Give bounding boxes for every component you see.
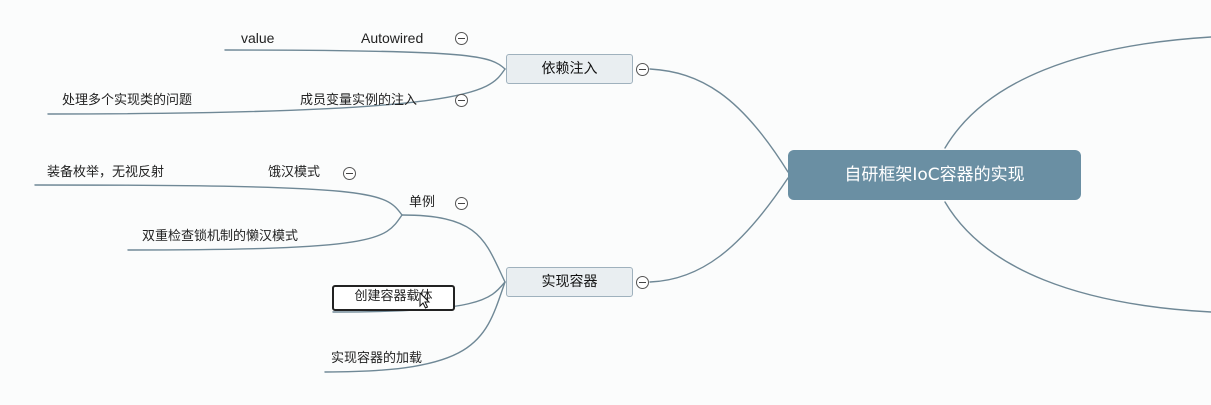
collapse-icon[interactable]	[455, 32, 468, 45]
connector-singleton-eager	[34, 184, 403, 216]
node-autowired[interactable]: Autowired	[361, 30, 424, 46]
connector-di-autowired	[224, 49, 506, 70]
connector-root-container	[649, 177, 789, 283]
connector-singleton-lazy	[127, 214, 403, 251]
collapse-icon[interactable]	[455, 94, 468, 107]
node-dependency-injection[interactable]: 依赖注入	[506, 54, 633, 84]
connector-di-member	[47, 68, 506, 115]
node-member-injection[interactable]: 成员变量实例的注入	[300, 93, 418, 108]
connector-container-create	[332, 281, 506, 313]
connector-container-load	[324, 281, 506, 373]
collapse-icon[interactable]	[343, 167, 356, 180]
node-multiple-implementations[interactable]: 处理多个实现类的问题	[62, 93, 193, 108]
connector-container-singleton	[401, 214, 506, 283]
node-value[interactable]: value	[241, 30, 275, 46]
connector-root-bottom-right	[944, 201, 1211, 313]
node-lazy-double-check[interactable]: 双重检查锁机制的懒汉模式	[142, 229, 299, 244]
node-singleton[interactable]: 单例	[409, 195, 436, 210]
collapse-icon[interactable]	[636, 63, 649, 76]
mouse-cursor-icon	[419, 292, 431, 309]
node-eager-mode[interactable]: 饿汉模式	[268, 165, 321, 180]
collapse-icon[interactable]	[636, 276, 649, 289]
connector-root-di	[649, 68, 789, 173]
connector-root-top-right	[944, 36, 1211, 149]
node-enum-note[interactable]: 装备枚举，无视反射	[47, 165, 165, 180]
central-topic[interactable]: 自研框架IoC容器的实现	[788, 150, 1081, 200]
node-create-container-carrier[interactable]: 创建容器载体	[332, 285, 455, 311]
node-implement-container[interactable]: 实现容器	[506, 267, 633, 297]
collapse-icon[interactable]	[455, 197, 468, 210]
node-container-loading[interactable]: 实现容器的加载	[331, 351, 423, 366]
